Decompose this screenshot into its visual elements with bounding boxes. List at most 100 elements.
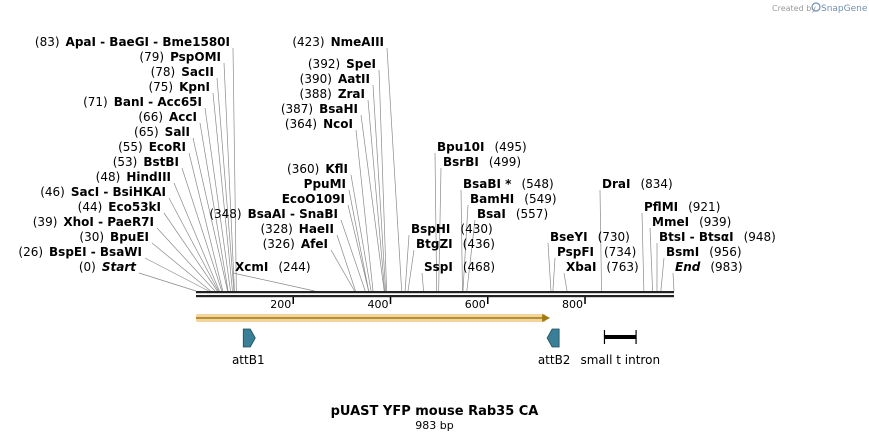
site-connector [348, 189, 369, 292]
site-label: (388)ZraI [300, 87, 365, 101]
site-connector [434, 152, 438, 292]
site-position: (939) [699, 215, 731, 229]
orf-arrow [196, 314, 551, 322]
site-labels: (83)ApaI - BaeGI - Bme1580I(79)PspOMI(78… [18, 35, 775, 274]
site-label: (78)SacII [151, 65, 214, 79]
site-label: (392) SpeI [308, 57, 376, 71]
enzyme-name: BsrBI [443, 155, 479, 169]
orf-arrowhead-icon [542, 314, 551, 322]
site-label: PspFI(734) [557, 245, 636, 259]
site-position: (360) [287, 162, 319, 176]
site-label: MmeI(939) [652, 215, 731, 229]
enzyme-name: BseYI [550, 230, 588, 244]
site-label: PflMI(921) [644, 200, 720, 214]
site-connector [407, 249, 415, 292]
site-label: (364)NcoI [285, 117, 353, 131]
site-connector [641, 212, 645, 292]
enzyme-name: NmeAIII [331, 35, 384, 49]
site-position: (26) [18, 245, 43, 259]
enzyme-name: BanI - Acc65I [114, 95, 202, 109]
enzyme-name: Eco53kI [108, 200, 161, 214]
site-label: End(983) [675, 260, 743, 274]
site-position: (549) [524, 192, 556, 206]
enzyme-name: KpnI [179, 80, 210, 94]
site-position: (734) [604, 245, 636, 259]
site-position: (983) [710, 260, 742, 274]
site-label: (48)HindIII [96, 170, 171, 184]
site-position: (430) [460, 222, 492, 236]
site-position: (79) [139, 50, 164, 64]
site-position: (956) [709, 245, 741, 259]
watermark: Created by SnapGene [772, 2, 868, 14]
enzyme-name: AatII [338, 72, 370, 86]
feature-label: attB2 [538, 353, 571, 367]
site-position: (921) [688, 200, 720, 214]
enzyme-name: XhoI - PaeR7I [63, 215, 154, 229]
site-position: (75) [148, 80, 173, 94]
site-label: (387)BsaHI [281, 102, 358, 116]
watermark-brand: SnapGene [821, 4, 868, 14]
site-position: (326) [263, 237, 295, 251]
site-label: (53)BstBI [113, 155, 179, 169]
site-label: BamHI(549) [470, 192, 557, 206]
site-label: XbaI(763) [566, 260, 639, 274]
site-label: (326)AfeI [263, 237, 328, 251]
enzyme-name: BsmI [666, 245, 699, 259]
site-label: (30) BpuEI [79, 230, 149, 244]
site-connector [355, 129, 374, 292]
feature-label: small t intron [580, 353, 660, 367]
site-position: (71) [83, 95, 108, 109]
enzyme-name: HindIII [126, 170, 171, 184]
site-position: (39) [33, 215, 58, 229]
enzyme-name: EcoRI [149, 140, 186, 154]
site-label: DraI(834) [602, 177, 673, 191]
site-position: (44) [78, 200, 103, 214]
site-position: (499) [489, 155, 521, 169]
site-label: (44) Eco53kI [78, 200, 161, 214]
site-connector [173, 182, 220, 292]
enzyme-name: PpuMI [304, 177, 346, 191]
feature-arrow-right-icon [242, 328, 256, 348]
snapgene-logo-icon [811, 2, 821, 12]
site-label: BtsI - BtsαI(948) [659, 230, 776, 244]
enzyme-name: XbaI [566, 260, 596, 274]
site-connector [421, 272, 424, 292]
site-label: BsaBI *(548) [463, 177, 554, 191]
site-connector [156, 227, 216, 292]
enzyme-name: BpuEI [110, 230, 149, 244]
site-label: (26)BspEI - BsaWI [18, 245, 142, 259]
watermark-prefix: Created by [772, 4, 816, 13]
site-position: (948) [744, 230, 776, 244]
site-position: (30) [79, 230, 104, 244]
site-position: (468) [463, 260, 495, 274]
site-position: (392) [308, 57, 340, 71]
site-position: (46) [40, 185, 65, 199]
site-label: SspI(468) [424, 260, 495, 274]
enzyme-name: SacI - BsiHKAI [71, 185, 166, 199]
site-connector [660, 257, 665, 292]
site-connector [347, 204, 369, 292]
site-connector [340, 219, 366, 292]
feature-arrow-left-icon [546, 328, 560, 348]
site-connector [360, 114, 385, 292]
site-position: (436) [463, 237, 495, 251]
site-connector [547, 242, 552, 292]
ruler-tick-label: 400 [368, 298, 389, 311]
site-connector [181, 167, 223, 292]
site-position: (0) [79, 260, 96, 274]
enzyme-name: BtgZI [416, 237, 453, 251]
site-connector [367, 99, 386, 292]
backbone-strand-top [196, 291, 674, 294]
site-label: (0)Start [79, 260, 137, 274]
sequence-backbone [196, 291, 674, 298]
site-connector [386, 47, 403, 292]
site-connector [378, 69, 387, 292]
site-connector [460, 189, 463, 292]
site-connector [144, 257, 209, 292]
site-connector [216, 77, 235, 292]
enzyme-name: SpeI [346, 57, 376, 71]
site-connector [192, 137, 228, 292]
site-connector [204, 107, 231, 292]
